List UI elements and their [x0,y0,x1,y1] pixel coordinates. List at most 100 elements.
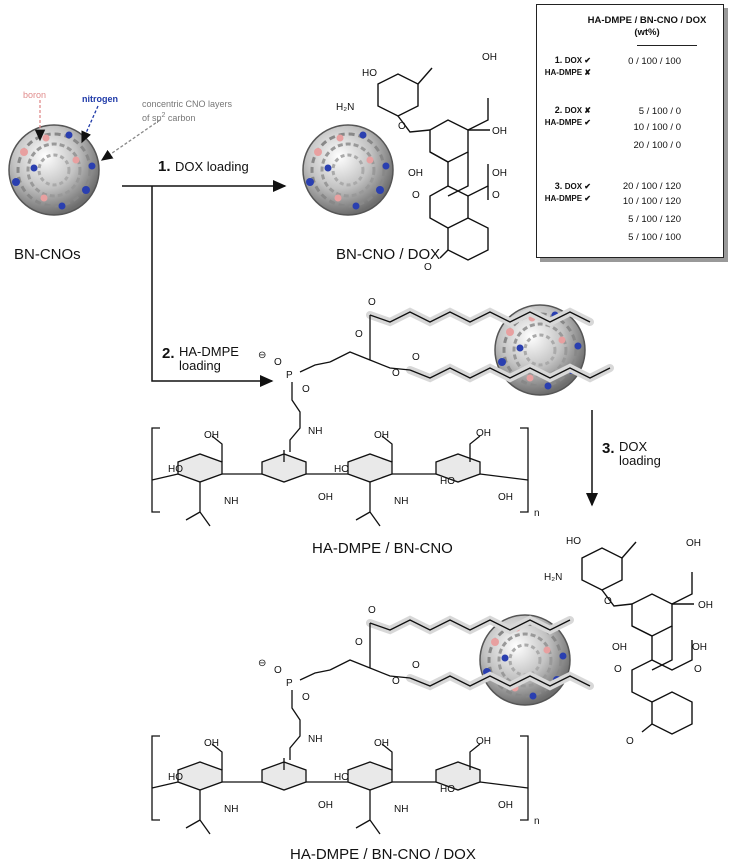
dox-1-ome: O [424,262,432,273]
table-group-3-hadmpe: HA-DMPE ✔ [544,194,591,203]
dox-1-oh-left: OH [408,168,423,179]
step-3-label: 3. DOX loading [602,440,661,470]
bn-cno-particle-2 [301,123,395,217]
table-group-2-dox: 2. DOX ✘ [537,105,591,115]
dox-1-o: O [398,121,406,132]
dox-molecule-1 [377,67,490,261]
ha-2-nh-2: NH [394,804,408,815]
phosphate-1-o: O [302,384,310,395]
dox-2-ho: HO [566,536,581,547]
table-group-3-dox: 3. DOX ✔ [537,181,591,191]
ha-2-ho-2: HO [334,772,349,783]
step-3-text-line2: loading [618,453,661,468]
phosphate-1-p: P [286,370,293,381]
ha-2-oh-1: OH [204,738,219,749]
table-header-rule [637,45,697,46]
phosphate-2-p: P [286,678,293,689]
ha-backbone-1 [151,427,529,527]
dox-2-ome: O [626,736,634,747]
lipid-2-o-ester2: O [392,676,400,687]
table-header-line2: (wt%) [634,27,660,38]
table-group-2-value-2: 10 / 100 / 0 [633,122,681,133]
arrow-step-2 [151,186,274,387]
caption-ha-dmpe-bn-cno-dox: HA-DMPE / BN-CNO / DOX [290,846,476,863]
dox-2-labels: HO H₂N O OH OH OH OH O O O [544,536,713,747]
step-2-number: 2. [162,345,175,362]
cno-layers-line2-pre: of sp [142,113,162,123]
lipid-tails-1 [299,307,614,383]
ha-1-oh-acid: OH [476,428,491,439]
ha-1-ho-3: HO [440,476,455,487]
ha-1-oh-1: OH [204,430,219,441]
ha-2-oh-2: OH [374,738,389,749]
lipid-tails-2 [299,615,594,691]
table-group-3-value-3: 5 / 100 / 120 [628,214,681,225]
dox-1-labels: HO H₂N O OH OH OH OH O O O [336,52,507,273]
dox-1-o-ketone: O [412,190,420,201]
table-group-2-value-1: 5 / 100 / 0 [638,106,681,117]
boron-label: boron [23,90,47,100]
table-group-2-dox-text: DOX ✘ [564,106,591,115]
caption-bn-cnos: BN-CNOs [14,246,81,263]
step-2-text-line1: HA-DMPE [178,344,239,359]
dox-2-oh-right2: OH [692,642,707,653]
caption-bn-cno-dox: BN-CNO / DOX [336,246,441,263]
ha-1-ho-2: HO [334,464,349,475]
table-group-2-num: 2. [554,105,563,115]
phosphate-2-minus: ⊖ [258,658,266,669]
dox-molecule-2 [581,541,694,735]
dox-1-h2n: H₂N [336,102,354,113]
ha-2-oh-4: OH [498,800,513,811]
linker-1-nh: NH [308,426,322,437]
lipid-2-labels: O O O O ⊖ P O O NH [258,605,420,745]
table-group-2-hadmpe: HA-DMPE ✔ [544,118,591,127]
step-1-number: 1. [158,158,171,175]
nitrogen-label: nitrogen [82,94,118,104]
phosphate-2-o: O [302,692,310,703]
dox-1-oh-top: OH [482,52,497,63]
table-group-1-value-1: 0 / 100 / 100 [628,56,681,67]
ha-1-oh-4: OH [498,492,513,503]
dox-1-o-ketone2: O [492,190,500,201]
cno-layers-sup: 2 [161,112,166,119]
lipid-2-o-carbonyl: O [412,660,420,671]
ha-2-ho-3: HO [440,784,455,795]
lipid-1-o-carbonyl: O [412,352,420,363]
lipid-2-o-top: O [368,605,376,616]
ha-1-labels: OH HO NH OH HO NH OH OH OH HO n [168,428,540,519]
cno-layers-line2-post: carbon [165,113,196,123]
cno-layers-line1: concentric CNO layers [142,99,233,109]
ha-2-oh-acid: OH [476,736,491,747]
dox-1-ho: HO [362,68,377,79]
dox-2-o-ketone: O [614,664,622,675]
phosphate-2-o-left: O [274,665,282,676]
cno-layers-label: concentric CNO layers of sp2 carbon [142,98,232,124]
cno-layers-pointer-arrow [100,119,161,161]
table-group-1-hadmpe: HA-DMPE ✘ [544,68,591,77]
ha-2-ho-1: HO [168,772,183,783]
table-group-1-dox: 1. DOX ✔ [537,55,591,65]
table-group-3-value-2: 10 / 100 / 120 [622,196,681,207]
table-header-line1: HA-DMPE / BN-CNO / DOX [587,15,707,26]
step-3-number: 3. [602,440,615,457]
step-2-text: HA-DMPE loading [179,345,239,373]
ha-2-nh-1: NH [224,804,238,815]
step-2-text-line2: loading [178,358,221,373]
composition-table: HA-DMPE / BN-CNO / DOX (wt%) 1. DOX ✔ HA… [536,4,724,258]
ha-1-n: n [534,508,540,519]
ha-1-ho-1: HO [168,464,183,475]
step-1-text: DOX loading [174,159,249,174]
step-3-text: DOX loading [619,440,661,468]
table-group-3-value-1: 20 / 100 / 120 [622,181,681,192]
table-group-1-num: 1. [554,55,563,65]
lipid-1-labels: O O O O ⊖ P O O NH [258,297,420,437]
table-group-3-value-4: 5 / 100 / 100 [628,232,681,243]
dox-2-oh-left: OH [612,642,627,653]
step-2-label: 2. HA-DMPE loading [162,345,239,375]
dox-2-oh-top: OH [686,538,701,549]
step-3-text-line1: DOX [618,439,648,454]
ha-1-nh-2: NH [394,496,408,507]
step-1-label: 1. DOX loading [158,158,249,176]
dox-1-oh-right2: OH [492,168,507,179]
